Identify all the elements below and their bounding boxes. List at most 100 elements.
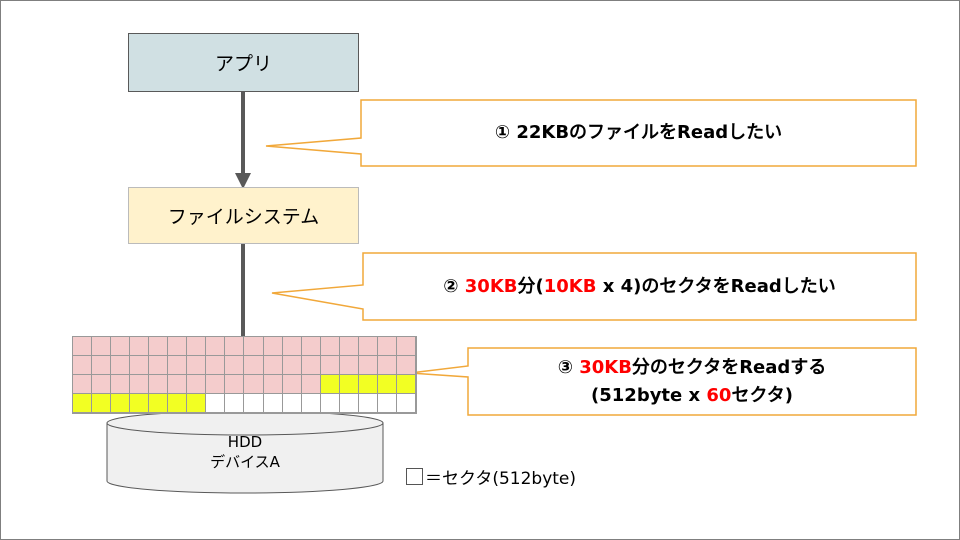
sector-cell (149, 394, 169, 413)
callout-2-part: 分( (517, 275, 544, 297)
callout-2-bubble (271, 252, 917, 321)
sector-cell (92, 375, 112, 394)
sector-cell (282, 356, 302, 375)
sector-grid (72, 336, 417, 414)
sector-cell (92, 394, 112, 413)
sector-cell (358, 337, 378, 356)
sector-cell (168, 394, 188, 413)
sector-cell (225, 394, 245, 413)
sector-cell (282, 337, 302, 356)
sector-cell (225, 337, 245, 356)
sector-cell (244, 337, 264, 356)
sector-cell (396, 356, 416, 375)
sector-cell (187, 337, 207, 356)
sector-cell (301, 356, 321, 375)
sector-cell (358, 356, 378, 375)
callout-1-line: ① 22KBのファイルをReadしたい (494, 122, 783, 144)
sector-cell (149, 356, 169, 375)
callout-3-text: ③ 30KB分のセクタをReadする (512byte x 60セクタ) (468, 348, 916, 415)
sector-cell (225, 375, 245, 394)
sector-cell (92, 356, 112, 375)
sector-cell (339, 337, 359, 356)
sector-cell (263, 375, 283, 394)
legend-label: ＝セクタ(512byte) (425, 468, 577, 489)
sector-cell (168, 375, 188, 394)
sector-cell (320, 375, 340, 394)
sector-cell (396, 337, 416, 356)
sector-cell (206, 337, 226, 356)
sector-cell (263, 356, 283, 375)
callout-3-part: (512byte x (591, 384, 707, 406)
sector-cell (339, 394, 359, 413)
hdd-label-line1: HDD (227, 433, 263, 451)
sector-cell (339, 356, 359, 375)
sector-cell (320, 337, 340, 356)
sector-cell (339, 375, 359, 394)
sector-cell (130, 337, 150, 356)
sector-cell (282, 394, 302, 413)
sector-cell (111, 375, 131, 394)
sector-cell (130, 375, 150, 394)
callout-1-text: ① 22KBのファイルをReadしたい (361, 100, 916, 166)
sector-cell (187, 375, 207, 394)
app-box: アプリ (128, 33, 359, 92)
callout-1-bubble (265, 99, 917, 167)
sector-cell (111, 356, 131, 375)
callout-3-highlight: 30KB (579, 356, 632, 378)
sector-cell (73, 394, 93, 413)
sector-cell (168, 337, 188, 356)
sector-cell (149, 337, 169, 356)
callout-3-highlight: 60 (706, 384, 732, 406)
hdd-label-line2: デバイスA (210, 452, 280, 471)
sector-cell (377, 337, 397, 356)
sector-cell (73, 375, 93, 394)
sector-cell (130, 394, 150, 413)
callout-3-part: セクタ) (731, 384, 793, 406)
sector-cell (396, 375, 416, 394)
callout-2-part: ② (443, 275, 465, 297)
sector-cell (111, 337, 131, 356)
sector-cell (358, 394, 378, 413)
sector-cell (111, 394, 131, 413)
sector-cell (377, 356, 397, 375)
hdd-label: HDD デバイスA (107, 433, 383, 472)
callout-2-highlight: 30KB (464, 275, 518, 297)
sector-cell (244, 394, 264, 413)
sector-cell (168, 356, 188, 375)
sector-cell (377, 394, 397, 413)
sector-cell (73, 356, 93, 375)
sector-cell (263, 394, 283, 413)
legend: ＝セクタ(512byte) (406, 464, 577, 489)
sector-cell (244, 356, 264, 375)
sector-cell (301, 375, 321, 394)
callout-3-bubble (409, 347, 917, 416)
sector-cell (377, 375, 397, 394)
sector-cell (130, 356, 150, 375)
sector-cell (301, 337, 321, 356)
sector-cell (320, 394, 340, 413)
filesystem-label: ファイルシステム (167, 206, 320, 228)
callout-3-part: 分のセクタをReadする (631, 356, 827, 378)
callout-2-highlight: 10KB (543, 275, 597, 297)
sector-cell (263, 337, 283, 356)
sector-cell (244, 375, 264, 394)
filesystem-box: ファイルシステム (128, 187, 359, 244)
sector-cell (206, 394, 226, 413)
app-label: アプリ (214, 53, 272, 75)
sector-cell (92, 337, 112, 356)
sector-cell (358, 375, 378, 394)
sector-cell (206, 356, 226, 375)
sector-cell (206, 375, 226, 394)
sector-cell (187, 394, 207, 413)
sector-cell (282, 375, 302, 394)
callout-3-part: ③ (557, 356, 580, 378)
sector-cell (225, 356, 245, 375)
callout-2-part: x 4)のセクタをReadしたい (596, 275, 836, 297)
sector-cell (301, 394, 321, 413)
hdd-cylinder (106, 410, 384, 494)
sector-cell (73, 337, 93, 356)
sector-cell (149, 375, 169, 394)
sector-legend-swatch (406, 467, 423, 485)
sector-cell (320, 356, 340, 375)
